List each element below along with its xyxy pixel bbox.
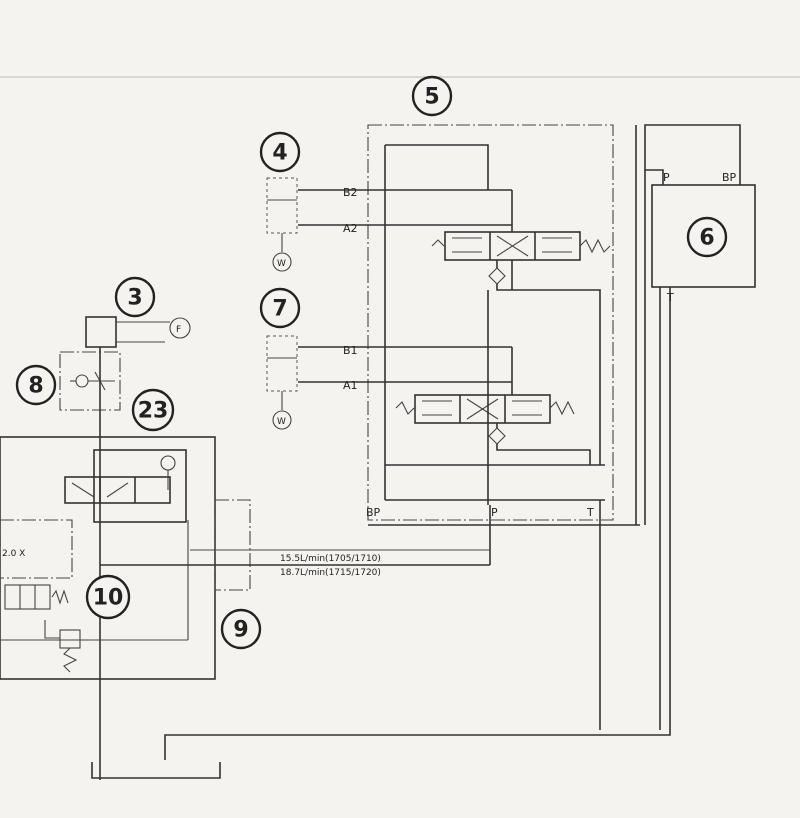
pump-6: [164, 124, 756, 760]
relief-setting-label: 2.0 X: [2, 549, 25, 559]
port-p-valve: P: [491, 506, 498, 519]
callout-23: 23: [131, 388, 175, 432]
check-valve-lower: [488, 427, 506, 445]
reservoir-tank: [91, 762, 221, 779]
gauge-f-label: F: [176, 325, 181, 335]
svg-text:10: 10: [93, 586, 124, 611]
relief-valve-block-10: [0, 519, 81, 673]
svg-text:8: 8: [28, 374, 43, 399]
svg-text:4: 4: [272, 141, 287, 166]
cylinder-7: [266, 335, 298, 430]
upper-directional-valve: [431, 231, 611, 261]
callout-3: 3: [114, 276, 156, 318]
port-t-pump: T: [666, 291, 674, 304]
svg-text:7: 7: [272, 297, 287, 322]
port-p-pump: P: [663, 171, 670, 184]
port-bp-pump: BP: [722, 171, 737, 184]
callout-9: 9: [220, 608, 262, 650]
check-valve-upper: [488, 267, 506, 285]
check-valve-8: [59, 351, 121, 411]
callout-5: 5: [411, 75, 453, 117]
gauge-w-lower-label: W: [277, 417, 286, 427]
component-3: [85, 316, 191, 348]
callout-8: 8: [15, 364, 57, 406]
callout-4: 4: [259, 131, 301, 173]
port-t-valve: T: [586, 506, 594, 519]
svg-text:3: 3: [127, 286, 142, 311]
port-a2: A2: [343, 222, 358, 235]
callout-6: 6: [686, 216, 728, 258]
flow-note-2: 18.7L/min(1715/1720): [280, 568, 381, 578]
port-b2: B2: [343, 186, 358, 199]
port-a1: A1: [343, 379, 358, 392]
flow-note-1: 15.5L/min(1705/1710): [280, 554, 381, 564]
cylinder-4: [266, 177, 298, 272]
svg-text:23: 23: [138, 399, 169, 424]
svg-text:5: 5: [424, 85, 439, 110]
control-valve-block-5: [298, 124, 640, 565]
filter-9: [0, 499, 251, 641]
lower-directional-valve: [395, 394, 575, 424]
svg-text:9: 9: [233, 618, 248, 643]
valve-block-23: [0, 436, 216, 680]
port-bp-valve: BP: [366, 506, 381, 519]
gauge-w-upper-label: W: [277, 259, 286, 269]
callout-10: 10: [85, 574, 131, 620]
svg-text:6: 6: [699, 226, 714, 251]
port-b1: B1: [343, 344, 358, 357]
callout-7: 7: [259, 287, 301, 329]
